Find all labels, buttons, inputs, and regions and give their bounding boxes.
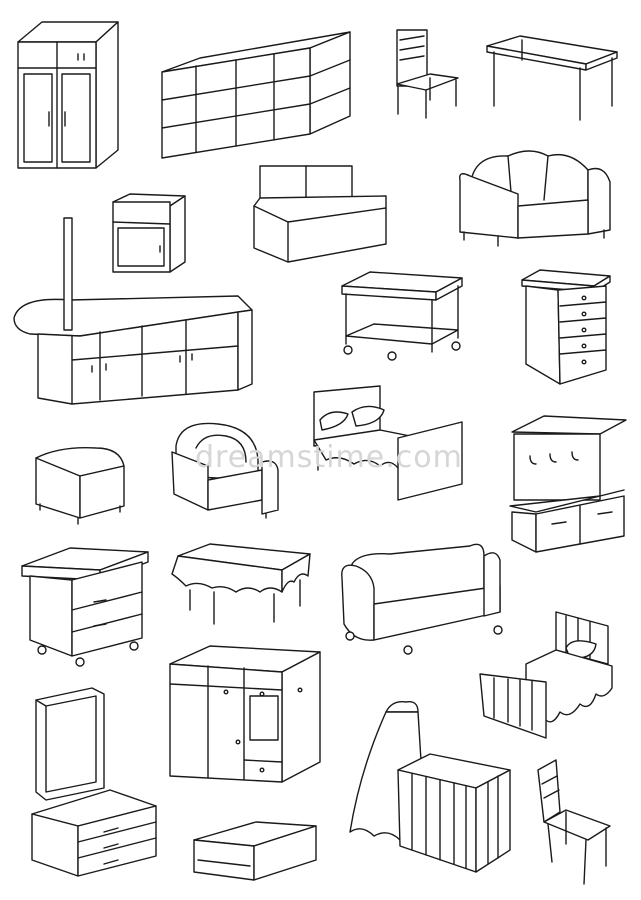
tea-trolley-icon: [341, 271, 463, 361]
cradle-icon: [349, 701, 511, 873]
mirror-icon: [35, 687, 105, 801]
chest-of-drawers-icon: [521, 269, 611, 385]
large-wardrobe-icon: [169, 645, 321, 783]
drawer-cabinet-icon: [21, 547, 149, 667]
bedside-cabinet-icon: [112, 193, 186, 273]
covered-table-icon: [171, 543, 311, 625]
armchair-sofa-icon: [459, 150, 611, 247]
hallway-rack-icon: [509, 415, 627, 553]
open-shelving-unit-icon: [161, 31, 351, 159]
single-bed-icon: [479, 611, 613, 739]
table-icon: [486, 35, 618, 121]
dresser-icon: [31, 789, 157, 877]
bar-counter-icon: [13, 217, 253, 405]
watermark: dreamstime.com: [195, 440, 463, 475]
sofa-icon: [341, 543, 503, 655]
ottoman-icon: [35, 447, 125, 525]
loveseat-icon: [253, 165, 387, 263]
armchair-icon: [171, 422, 279, 519]
low-shelf-icon: [193, 821, 317, 881]
double-bed-icon: [313, 385, 463, 501]
chair-icon: [537, 759, 611, 885]
chair-icon: [396, 29, 459, 119]
wardrobe-icon: [17, 21, 119, 169]
